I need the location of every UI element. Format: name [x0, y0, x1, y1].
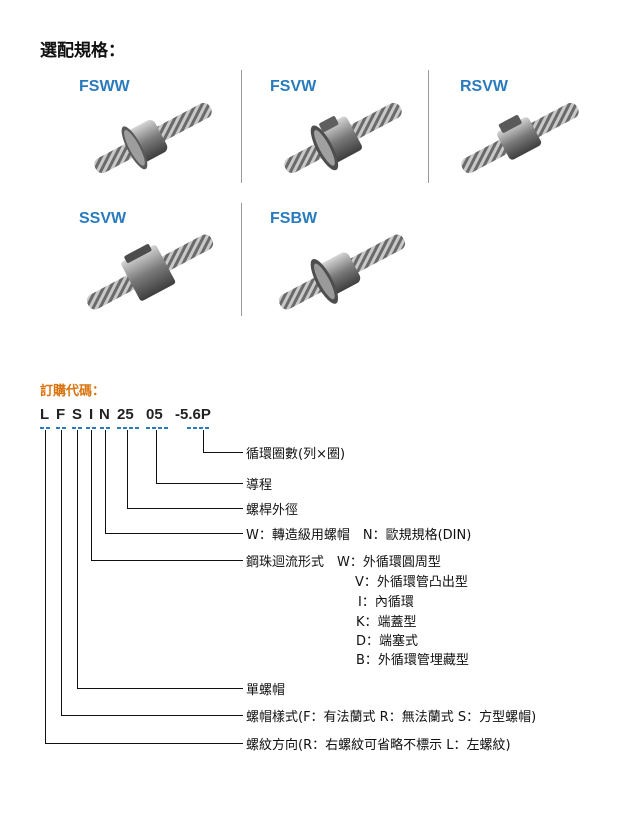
code-underline: [72, 427, 82, 429]
desc-recirc-i: I：內循環: [358, 595, 414, 610]
connector-line: [105, 533, 243, 534]
desc-recirc-b: B：外循環管埋藏型: [356, 653, 469, 668]
code-underline: [40, 427, 50, 429]
code-underline: [117, 427, 139, 429]
ordering-code-title: 訂購代碼：: [40, 384, 106, 399]
product-label-fsbw: FSBW: [270, 210, 318, 227]
connector-line: [203, 452, 243, 453]
desc-nut-style: 螺帽樣式(F：有法蘭式 R：無法蘭式 S：方型螺帽): [246, 710, 537, 725]
ball-screw-round-image: [461, 102, 579, 174]
code-char-f: F: [56, 406, 66, 423]
ball-screw-square-image: [86, 234, 214, 310]
code-char-s: S: [72, 406, 83, 423]
desc-recirc-v: V：外循環管凸出型: [355, 575, 468, 590]
code-underline: [187, 427, 211, 429]
code-char-lead: 05: [146, 406, 163, 423]
ball-screw-flange-image: [284, 102, 402, 174]
connector-line: [77, 688, 243, 689]
connector-line: [45, 743, 243, 744]
code-char-circuits: -5.6P: [175, 406, 211, 423]
connector-line: [77, 430, 78, 688]
product-label-fsvw: FSVW: [270, 78, 317, 95]
code-char-l: L: [40, 406, 50, 423]
code-char-diameter: 25: [117, 406, 134, 423]
connector-line: [61, 715, 243, 716]
connector-line: [91, 560, 243, 561]
code-underline: [86, 427, 96, 429]
connector-line: [45, 430, 46, 743]
desc-single-nut: 單螺帽: [246, 683, 286, 698]
desc-lead: 導程: [246, 478, 273, 493]
product-label-ssvw: SSVW: [79, 210, 127, 227]
connector-line: [127, 430, 128, 508]
connector-line: [91, 430, 92, 560]
desc-recirc-head: 鋼珠迴流形式 W：外循環圓周型: [246, 555, 441, 570]
divider: [241, 70, 242, 183]
divider: [428, 70, 429, 183]
desc-class: W：轉造級用螺帽 N：歐規規格(DIN): [246, 528, 472, 543]
page-title: 選配規格：: [40, 41, 125, 61]
ball-screw-flange-image: [94, 102, 212, 174]
product-label-rsvw: RSVW: [460, 78, 508, 95]
connector-line: [61, 430, 62, 715]
code-char-i: I: [89, 406, 94, 423]
code-underline: [146, 427, 168, 429]
desc-recirc-k: K：端蓋型: [356, 615, 417, 630]
desc-thread-dir: 螺紋方向(R：右螺紋可省略不標示 L：左螺紋): [246, 738, 511, 753]
product-label-fsww: FSWW: [79, 78, 130, 95]
code-underline: [100, 427, 110, 429]
desc-recirc-d: D：端塞式: [356, 634, 419, 649]
divider: [241, 203, 242, 316]
desc-diameter: 螺桿外徑: [246, 503, 299, 518]
connector-line: [127, 508, 243, 509]
connector-line: [105, 430, 106, 533]
connector-line: [203, 430, 204, 452]
code-underline: [56, 427, 66, 429]
connector-line: [156, 430, 157, 483]
desc-circuits: 循環圈數(列×圈): [246, 447, 346, 462]
code-char-n: N: [99, 406, 110, 423]
ball-screw-flange-image: [278, 234, 406, 310]
connector-line: [156, 483, 243, 484]
